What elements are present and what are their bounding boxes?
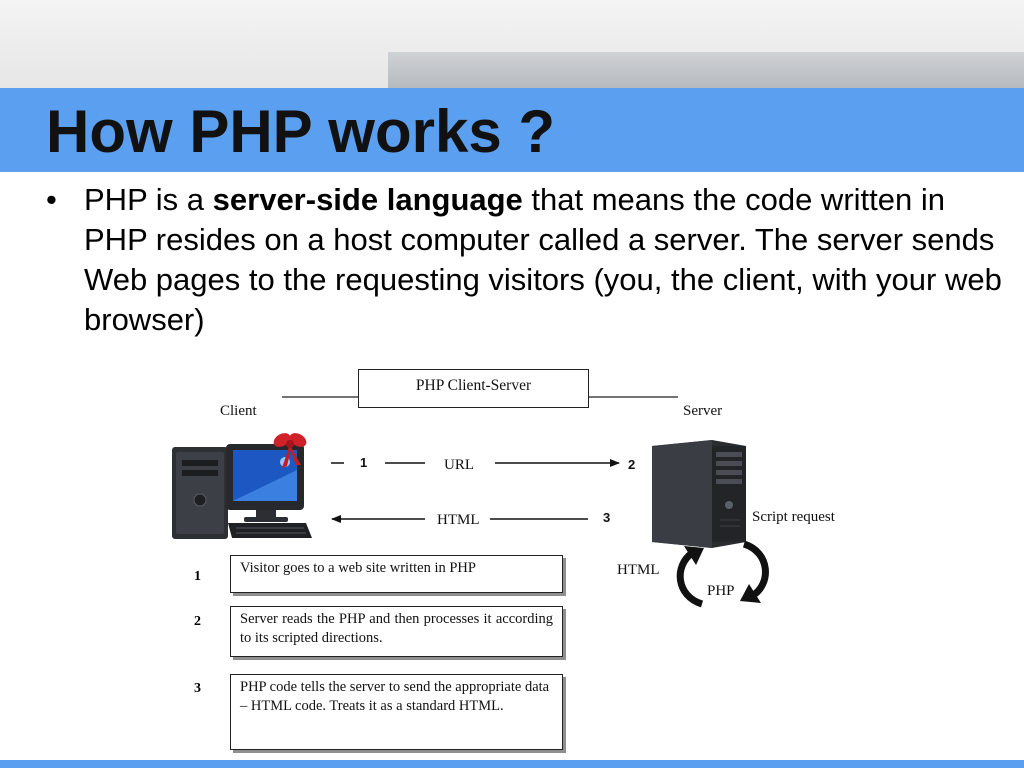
- cycle-arrows-icon: [676, 540, 769, 608]
- title-bar: [0, 88, 1024, 172]
- html-arrow-label: HTML: [437, 512, 480, 528]
- bullet-text: PHP is a server-side language that means…: [84, 180, 1004, 340]
- step-number-3: 3: [194, 681, 201, 696]
- arrow-step-1: 1: [360, 455, 368, 470]
- arrow-step-2: 2: [628, 457, 636, 472]
- top-gray-band: [388, 52, 1024, 88]
- slide-title: How PHP works ?: [46, 98, 556, 165]
- php-cycle-label: PHP: [707, 583, 735, 599]
- desktop-computer-icon: [172, 444, 312, 539]
- bullet-text-end: that means the code written in PHP resid…: [84, 182, 1002, 337]
- step-number-2: 2: [194, 614, 201, 629]
- script-request-label: Script request: [752, 509, 835, 525]
- client-label: Client: [220, 403, 257, 419]
- step-box-2: Server reads the PHP and then processes …: [230, 606, 563, 657]
- bullet-marker: •: [46, 182, 57, 217]
- step-box-3: PHP code tells the server to send the ap…: [230, 674, 563, 750]
- step-box-1: Visitor goes to a web site written in PH…: [230, 555, 563, 593]
- diagram-header-box: PHP Client-Server: [358, 369, 589, 408]
- bullet-text-bold: server-side language: [212, 182, 523, 217]
- server-tower-icon: [652, 440, 746, 548]
- bullet-text-start: PHP is a: [84, 182, 213, 217]
- bottom-bar: [0, 760, 1024, 768]
- gift-bow-icon: [273, 433, 307, 468]
- step-number-1: 1: [194, 569, 201, 584]
- html-cycle-label: HTML: [617, 562, 660, 578]
- url-label: URL: [444, 457, 474, 473]
- server-label: Server: [683, 403, 723, 419]
- arrow-step-3: 3: [603, 510, 611, 525]
